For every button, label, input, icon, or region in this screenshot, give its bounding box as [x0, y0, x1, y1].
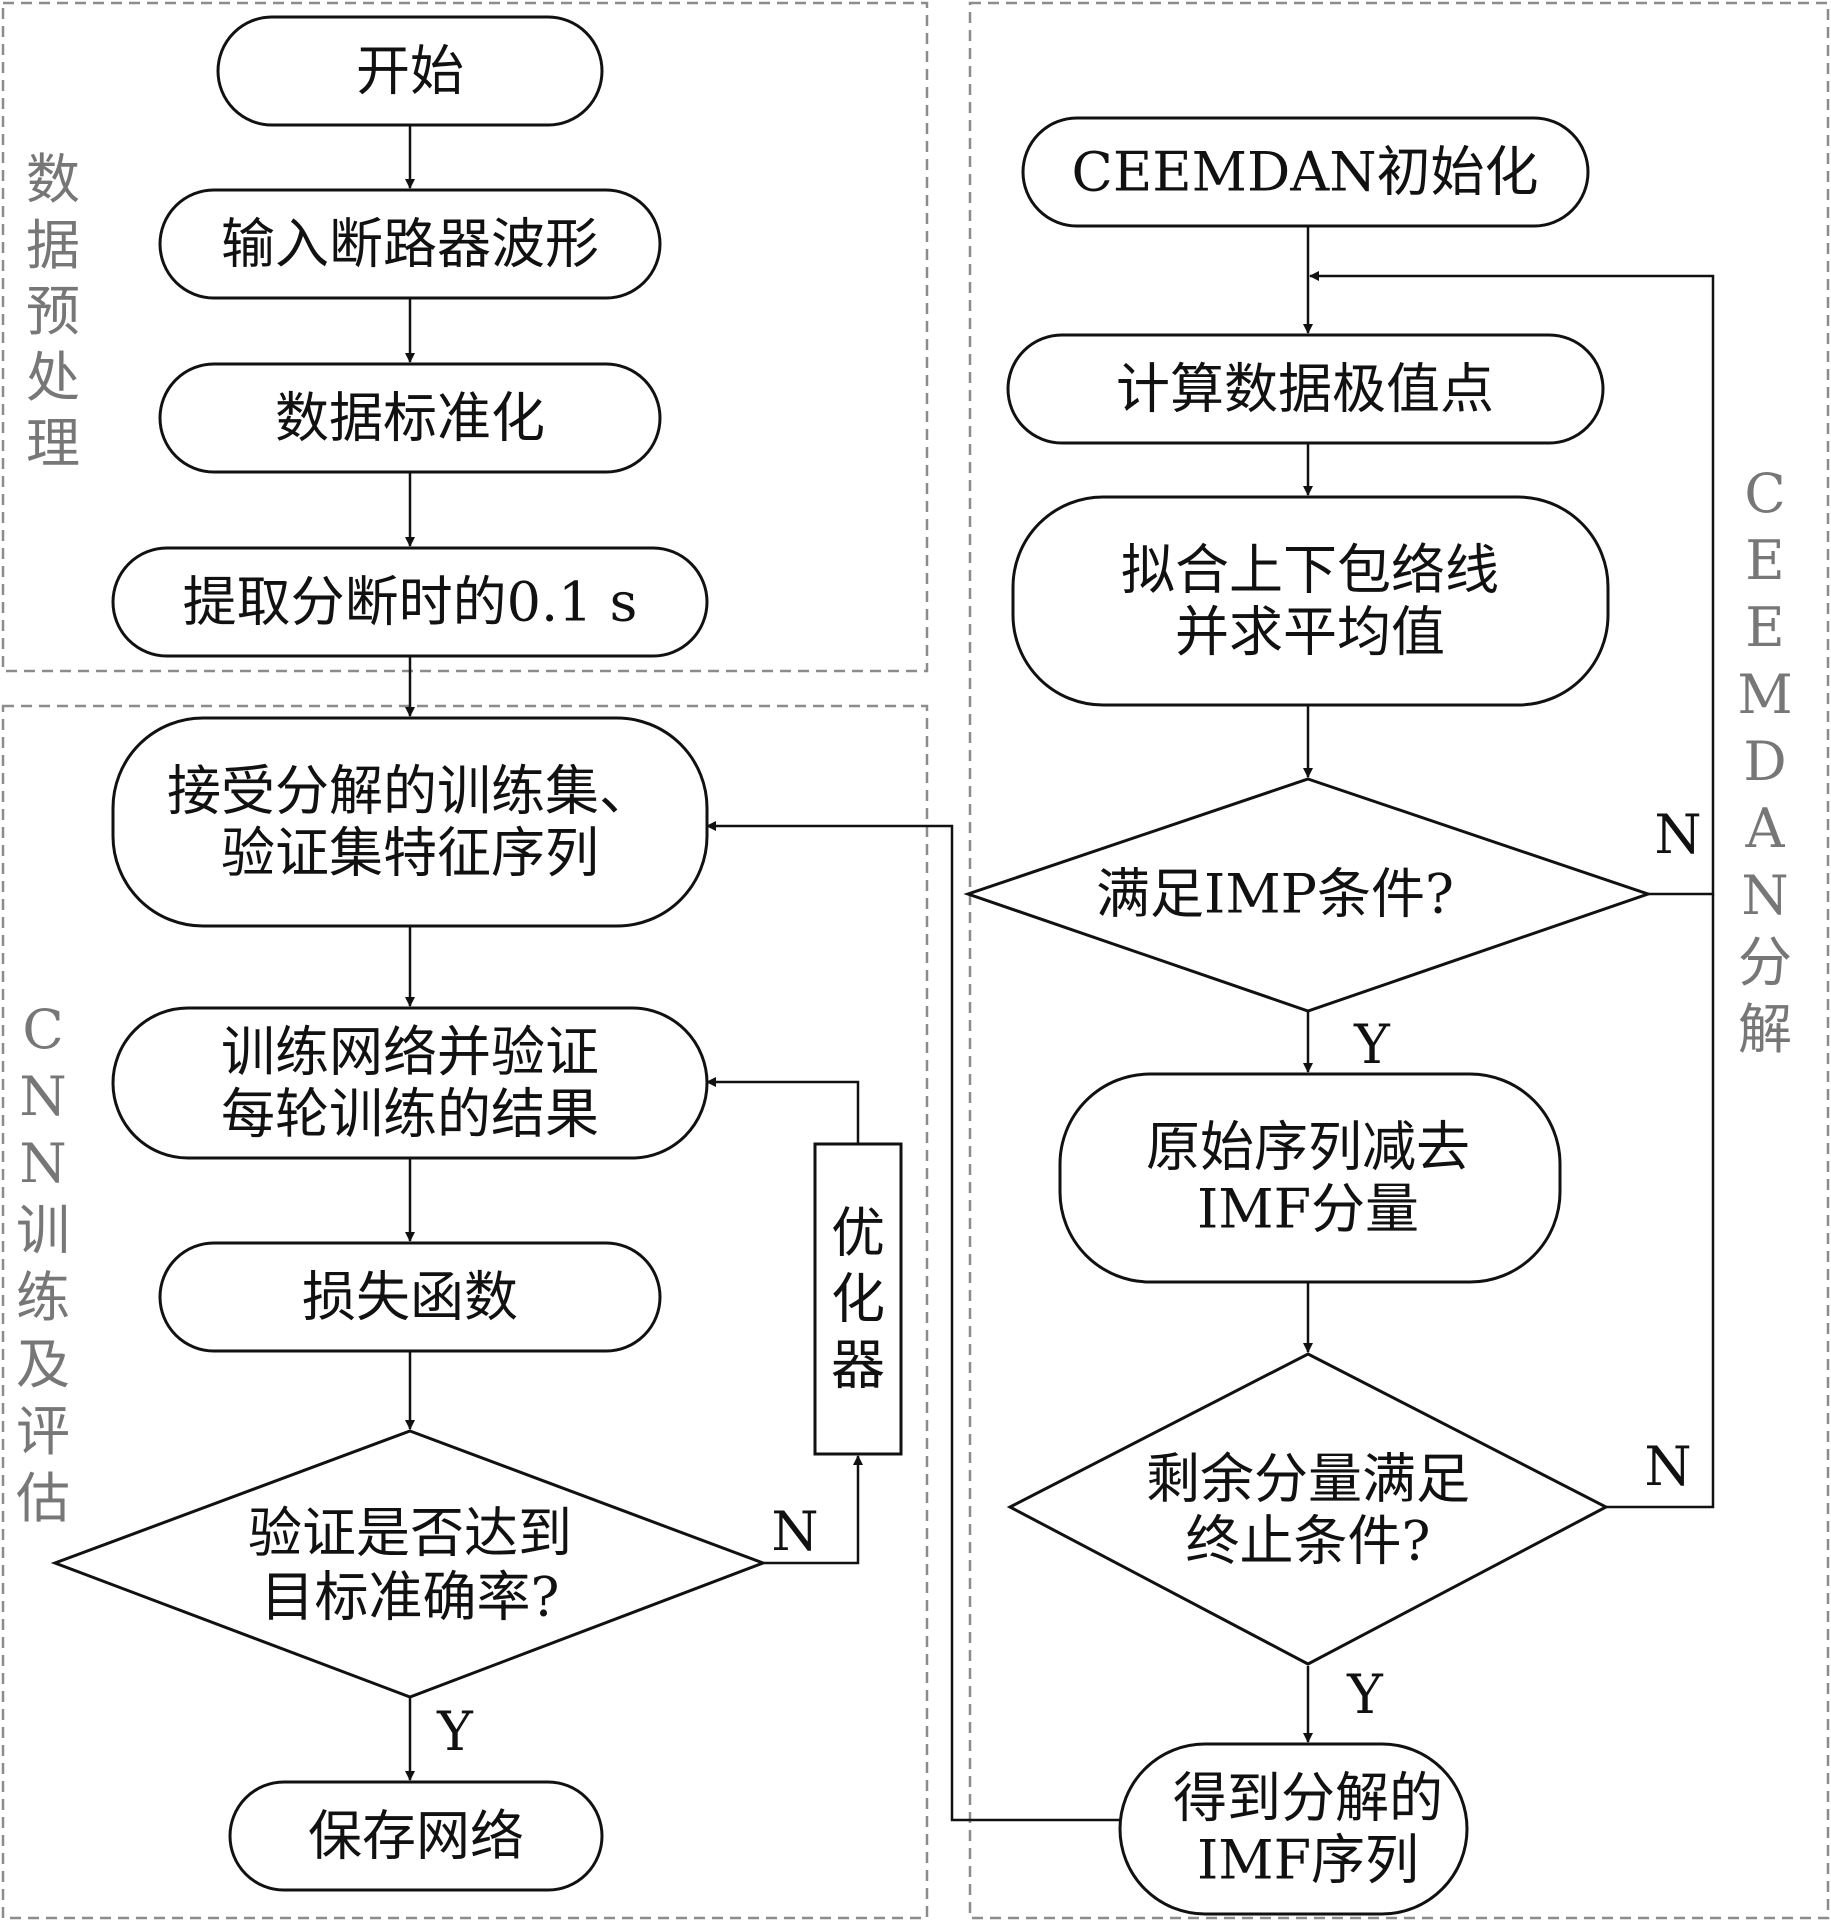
- node-train-shape: [111, 1006, 709, 1160]
- node-text-line: 数据标准化: [275, 387, 545, 450]
- node-ceemdan-init: CEEMDAN初始化: [1021, 116, 1590, 228]
- node-input-waveform: 输入断路器波形: [158, 188, 662, 300]
- node-text-line: 拟合上下包络线: [1121, 539, 1499, 602]
- flow-connectors: [405, 125, 1715, 1822]
- region-label-preprocess: 数据预处理: [26, 148, 80, 475]
- node-text-line: 验证集特征序列: [221, 822, 599, 885]
- node-save-shape: [228, 1780, 604, 1892]
- region-preprocess: [1, 1, 929, 673]
- node-text-line: 目标准确率?: [261, 1566, 560, 1629]
- node-ceemdan-init-shape: [1021, 116, 1590, 228]
- node-extract: 提取分断时的0.1 s: [111, 546, 709, 658]
- node-optimizer: 优化器: [813, 1142, 903, 1456]
- node-text-line: 满足IMP条件?: [1096, 863, 1454, 926]
- node-text-line: IMF序列: [1197, 1829, 1419, 1892]
- label-no-residual: N: [1644, 1435, 1691, 1498]
- node-standardize-shape: [158, 362, 662, 474]
- node-text-line: 剩余分量满足: [1146, 1448, 1470, 1511]
- node-optimizer-text: 优化器: [831, 1202, 885, 1397]
- node-check-accuracy-shape: [50, 1429, 768, 1699]
- node-input-waveform-text: 输入断路器波形: [221, 213, 599, 276]
- node-loss-text: 损失函数: [302, 1266, 518, 1329]
- node-input-waveform-shape: [158, 188, 662, 300]
- node-envelope-shape: [1011, 495, 1610, 707]
- node-text-line: 得到分解的: [1173, 1767, 1443, 1830]
- node-text-line: 开始: [356, 40, 464, 103]
- node-receive: 接受分解的训练集、验证集特征序列: [111, 716, 709, 928]
- node-text-line: CEEMDAN初始化: [1072, 141, 1539, 204]
- node-get-imf-shape: [1118, 1742, 1469, 1916]
- label-yes-residual: Y: [1346, 1663, 1384, 1726]
- node-receive-text: 接受分解的训练集、验证集特征序列: [167, 760, 653, 885]
- node-start-text: 开始: [356, 40, 464, 103]
- node-extract-shape: [111, 546, 709, 658]
- node-text-line: 优: [831, 1202, 885, 1265]
- node-optimizer-shape: [813, 1142, 903, 1456]
- node-start-shape: [216, 15, 604, 127]
- node-residual-check-shape: [1006, 1352, 1610, 1666]
- node-text-line: 保存网络: [308, 1805, 524, 1868]
- node-text-line: 每轮训练的结果: [221, 1083, 599, 1146]
- label-no-accuracy: N: [771, 1500, 818, 1563]
- node-extrema-shape: [1006, 333, 1605, 445]
- node-text-line: 终止条件?: [1186, 1510, 1431, 1573]
- arrow-imp-no-loop: [1309, 271, 1715, 896]
- node-imp-condition: 满足IMP条件?: [963, 777, 1653, 1013]
- arrow-check-no-to-optimizer: [763, 1455, 863, 1565]
- node-text-line: 验证是否达到: [248, 1502, 572, 1565]
- arrow-optimizer-to-train: [706, 1077, 860, 1144]
- node-ceemdan-init-text: CEEMDAN初始化: [1072, 141, 1539, 204]
- node-subtract-shape: [1058, 1072, 1562, 1284]
- node-text-line: 提取分断时的0.1 s: [183, 571, 638, 634]
- node-imp-condition-text: 满足IMP条件?: [1096, 863, 1454, 926]
- node-save: 保存网络: [228, 1780, 604, 1892]
- node-standardize: 数据标准化: [158, 362, 662, 474]
- node-text-line: 输入断路器波形: [221, 213, 599, 276]
- node-extract-text: 提取分断时的0.1 s: [183, 571, 638, 634]
- node-receive-shape: [111, 716, 709, 928]
- region-cnn: [1, 704, 929, 1920]
- label-no-imp: N: [1654, 803, 1701, 866]
- node-save-text: 保存网络: [308, 1805, 524, 1868]
- node-text-line: 器: [831, 1334, 885, 1397]
- node-text-line: 原始序列减去: [1146, 1116, 1470, 1179]
- label-yes-accuracy: Y: [436, 1700, 474, 1763]
- node-text-line: 损失函数: [302, 1266, 518, 1329]
- node-extrema-text: 计算数据极值点: [1116, 358, 1494, 421]
- label-yes-imp: Y: [1353, 1013, 1391, 1076]
- node-text-line: 计算数据极值点: [1116, 358, 1494, 421]
- arrow-imf-to-receive: [706, 821, 1120, 1822]
- node-text-line: 训练网络并验证: [221, 1021, 599, 1084]
- node-loss-shape: [158, 1241, 662, 1353]
- node-start: 开始: [216, 15, 604, 127]
- node-text-line: 并求平均值: [1175, 601, 1445, 664]
- node-extrema: 计算数据极值点: [1006, 333, 1605, 445]
- node-standardize-text: 数据标准化: [275, 387, 545, 450]
- node-text-line: 化: [831, 1268, 885, 1331]
- node-text-line: 接受分解的训练集、: [167, 760, 653, 823]
- node-imp-condition-shape: [963, 777, 1653, 1013]
- arrow-residual-no-loop: [1606, 894, 1715, 1509]
- node-text-line: IMF分量: [1197, 1178, 1419, 1241]
- node-loss: 损失函数: [158, 1241, 662, 1353]
